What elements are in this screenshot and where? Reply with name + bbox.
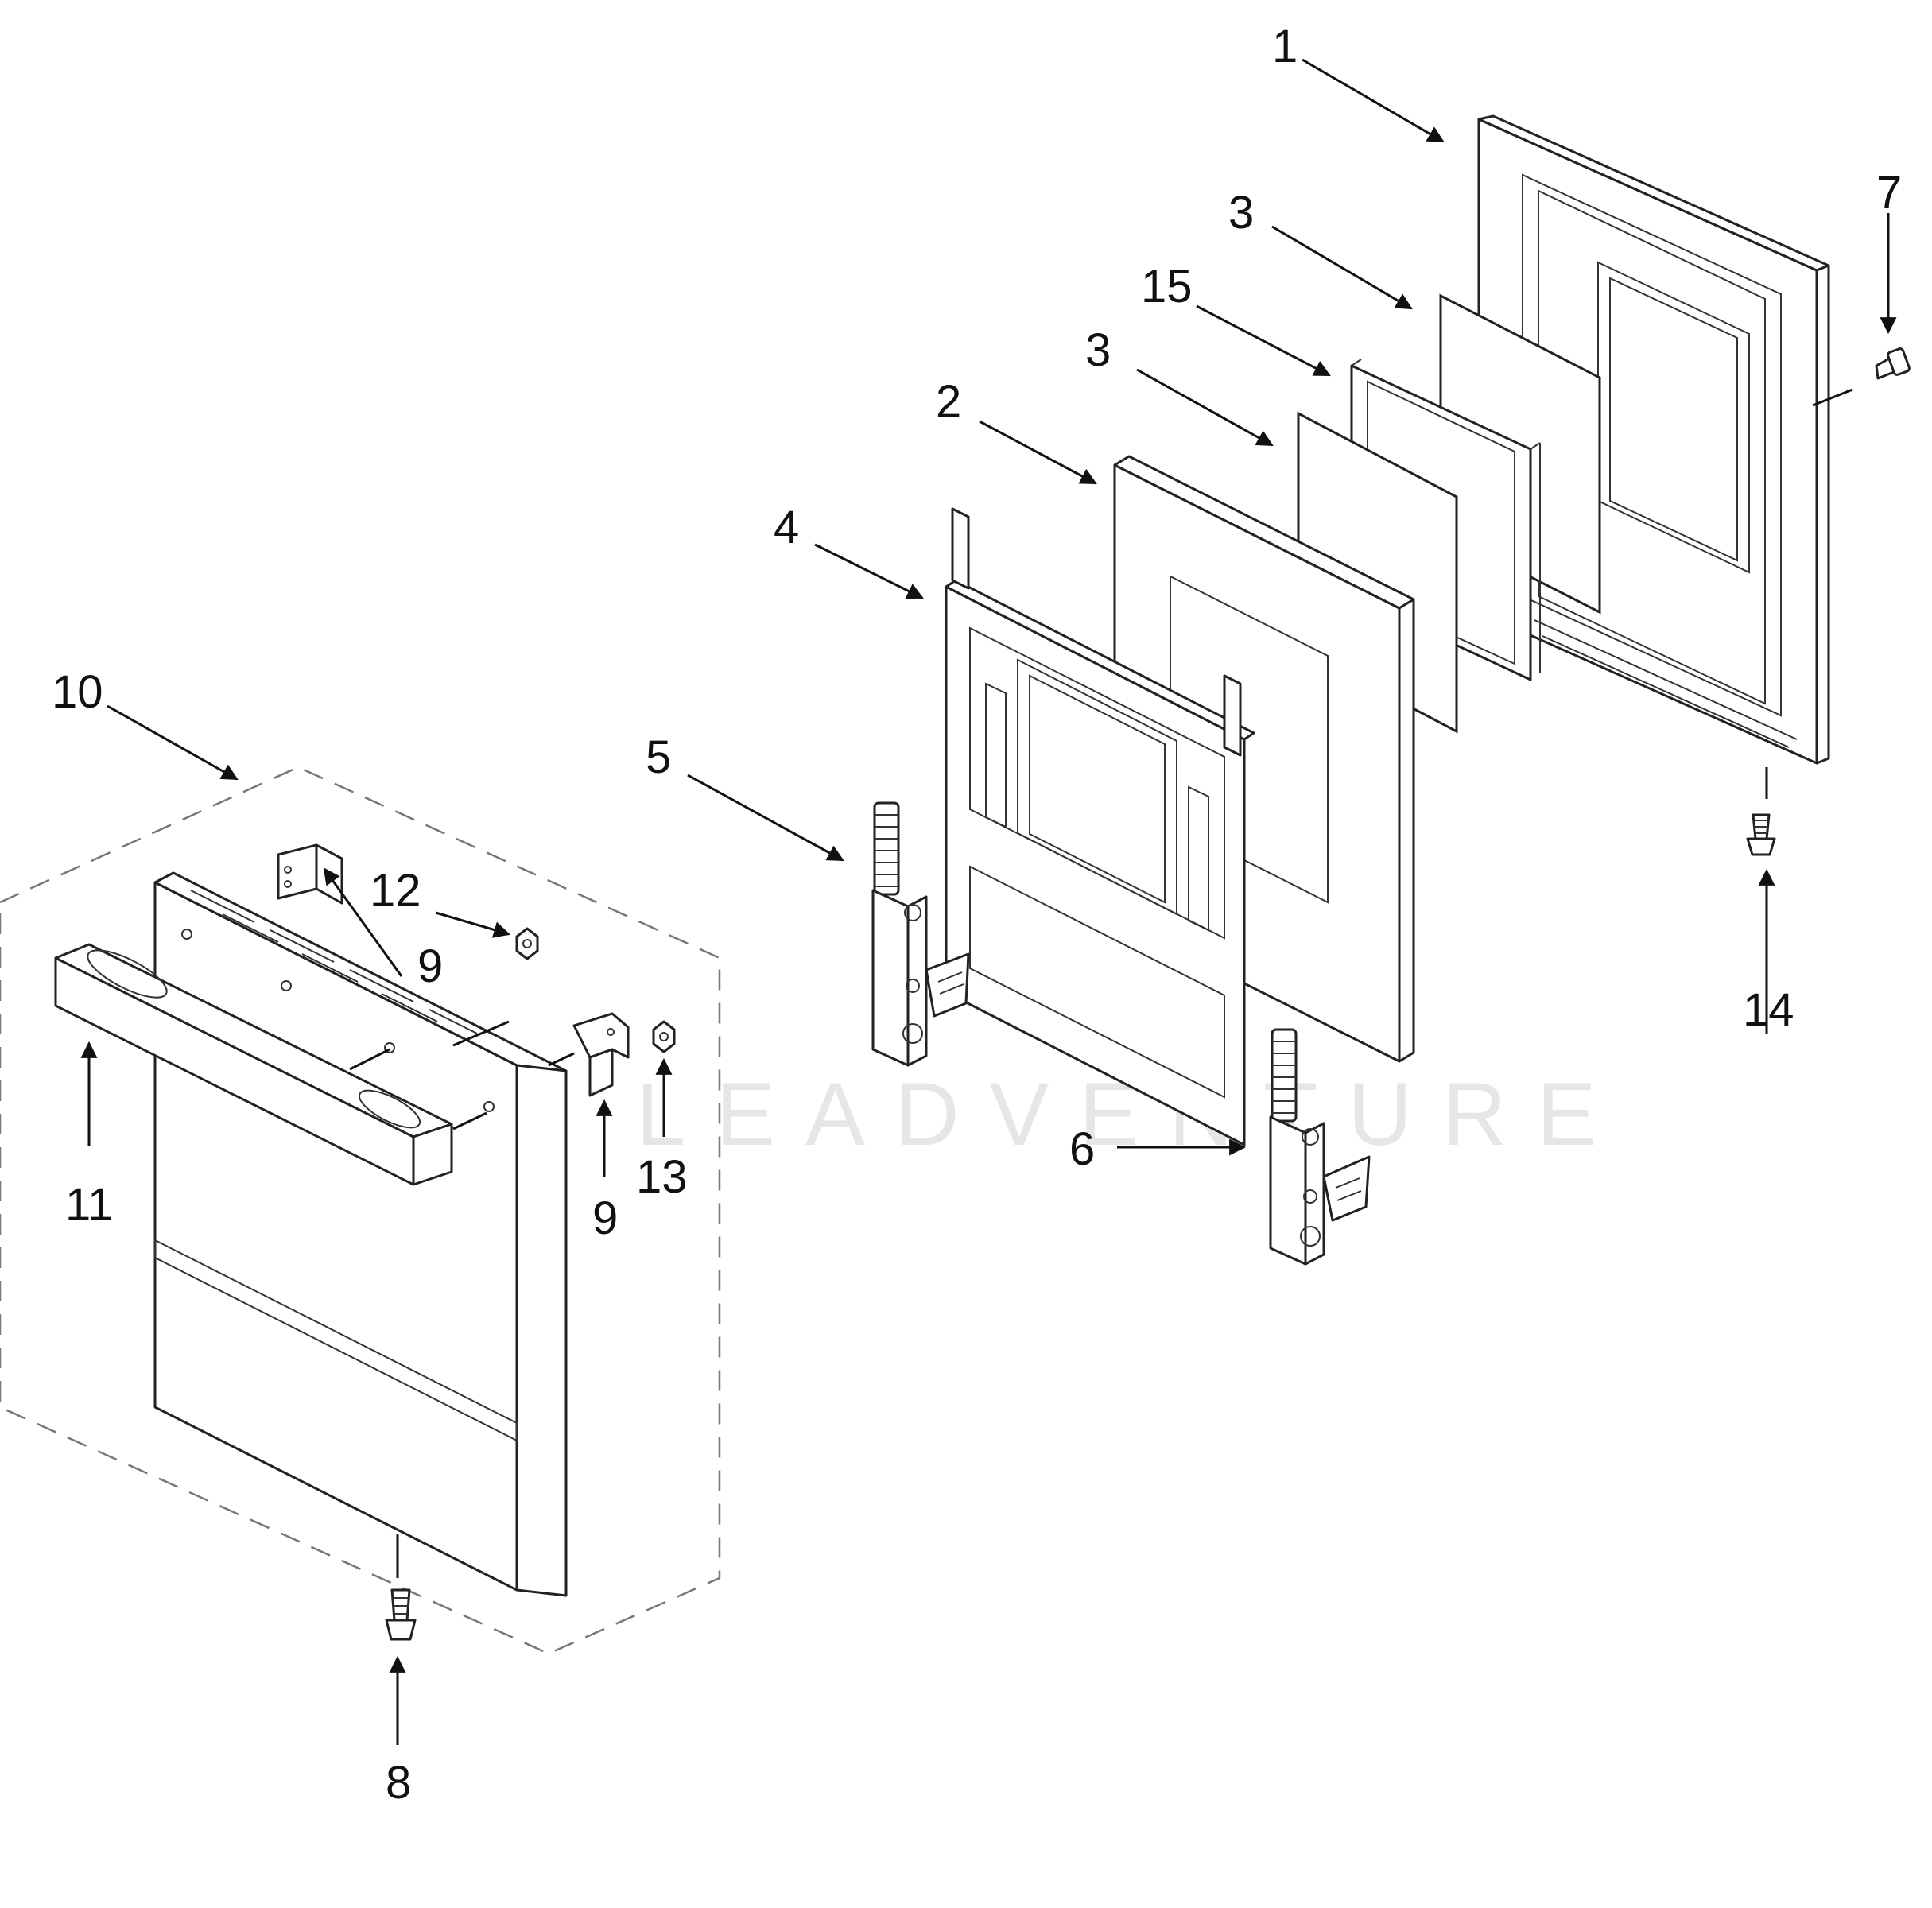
hinge-right[interactable] [1269,1028,1371,1266]
outer-door-panel[interactable] [153,871,568,1597]
callout-3a: 3 [1228,187,1254,238]
callout-labels: 1 2 3 3 4 5 6 7 8 9 9 10 11 12 13 14 15 [52,21,1902,1809]
screw-top-right[interactable] [1875,347,1911,380]
leader-lines [80,58,1897,1745]
callout-10: 10 [52,666,103,718]
callout-7: 7 [1876,167,1902,219]
callout-13: 13 [636,1151,688,1203]
callout-9b: 9 [592,1192,618,1244]
handle-clip[interactable] [277,843,343,905]
bracket-right[interactable] [572,1012,630,1097]
callout-2: 2 [936,376,961,428]
callout-6: 6 [1069,1123,1095,1175]
screw-bottom-right[interactable] [1746,813,1776,856]
callout-15: 15 [1141,261,1193,312]
screw-bottom-outer[interactable] [385,1588,417,1641]
callout-11: 11 [65,1179,113,1231]
callout-14: 14 [1743,984,1794,1036]
nut-right[interactable] [652,1020,676,1053]
callout-9a: 9 [417,940,443,992]
door-handle[interactable] [54,941,453,1186]
watermark-text: LEADVENTURE [636,1065,1627,1164]
outer-door-assembly-boundary [0,766,721,1655]
nut-upper[interactable] [515,927,539,960]
callout-5: 5 [646,731,671,783]
hinge-left[interactable] [871,801,970,1067]
callout-3b: 3 [1085,324,1111,376]
callout-1: 1 [1272,21,1298,72]
callout-4: 4 [774,502,799,553]
callout-8: 8 [386,1757,411,1809]
callout-12: 12 [370,865,421,917]
